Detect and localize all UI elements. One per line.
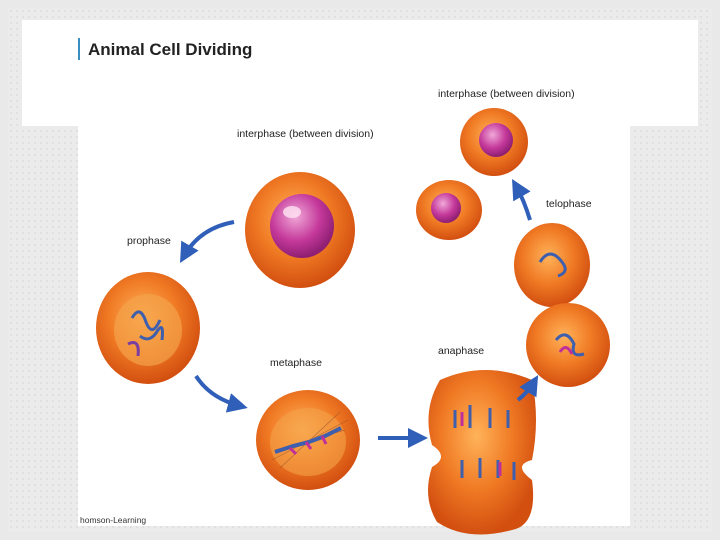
cell-prophase [96,272,200,384]
arrow-prophase-to-metaphase [194,374,248,413]
arrow-anaphase-to-telophase [516,375,539,402]
image-credit: homson-Learning [80,515,147,525]
slide-title: Animal Cell Dividing [88,40,253,59]
arrow-telophase-to-interphase [512,179,532,221]
label-interphase-top: interphase (between division) [438,88,575,100]
cell-interphase-mid [245,172,355,288]
cell-metaphase [256,390,360,490]
label-interphase-mid: interphase (between division) [237,128,374,140]
label-metaphase: metaphase [270,357,322,369]
cell-daughter-left [416,180,482,240]
cell-anaphase [428,370,536,535]
label-prophase: prophase [127,235,171,247]
title-accent-bar [78,38,80,60]
label-anaphase: anaphase [438,345,485,357]
cell-telophase [514,223,610,387]
cell-daughter-top [460,108,528,176]
arrow-interphase-to-prophase [180,220,235,263]
label-telophase: telophase [546,198,592,210]
slide-header [22,20,698,126]
